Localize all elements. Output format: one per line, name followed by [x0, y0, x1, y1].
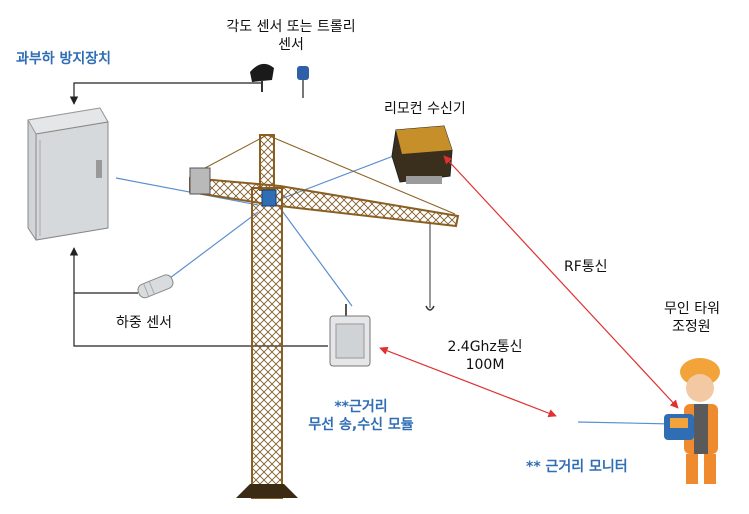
angle-sensor-image	[250, 63, 309, 98]
wireless-module-image	[329, 304, 371, 367]
wifi-comm-label-2: 100M	[465, 357, 505, 373]
overload-device-label: 과부하 방지장치	[16, 51, 112, 67]
load-sensor-label: 하중 센서	[116, 315, 172, 331]
load-sensor-image	[137, 274, 174, 299]
wired-connections	[69, 80, 328, 347]
remote-receiver-image	[391, 125, 453, 184]
overload-cabinet-image	[27, 107, 109, 241]
operator-image	[664, 358, 720, 484]
operator-label-1: 무인 타워	[664, 301, 720, 317]
remote-receiver-label: 리모컨 수신기	[384, 101, 466, 117]
wireless-module-label-2: 무선 송,수신 모듈	[308, 417, 414, 433]
wifi-comm-label-1: 2.4Ghz통신	[447, 339, 523, 355]
wireless-arrows	[379, 155, 679, 418]
rf-comm-label: RF통신	[564, 259, 608, 275]
wireless-module-label-1: **근거리	[334, 399, 388, 415]
operator-label-2: 조정원	[672, 319, 711, 335]
tower-crane-image	[189, 134, 460, 499]
angle-sensor-label: 각도 센서 또는 트롤리	[226, 19, 356, 35]
short-range-monitor-label: ** 근거리 모니터	[526, 459, 628, 475]
angle-sensor-label-2: 센서	[278, 37, 304, 53]
